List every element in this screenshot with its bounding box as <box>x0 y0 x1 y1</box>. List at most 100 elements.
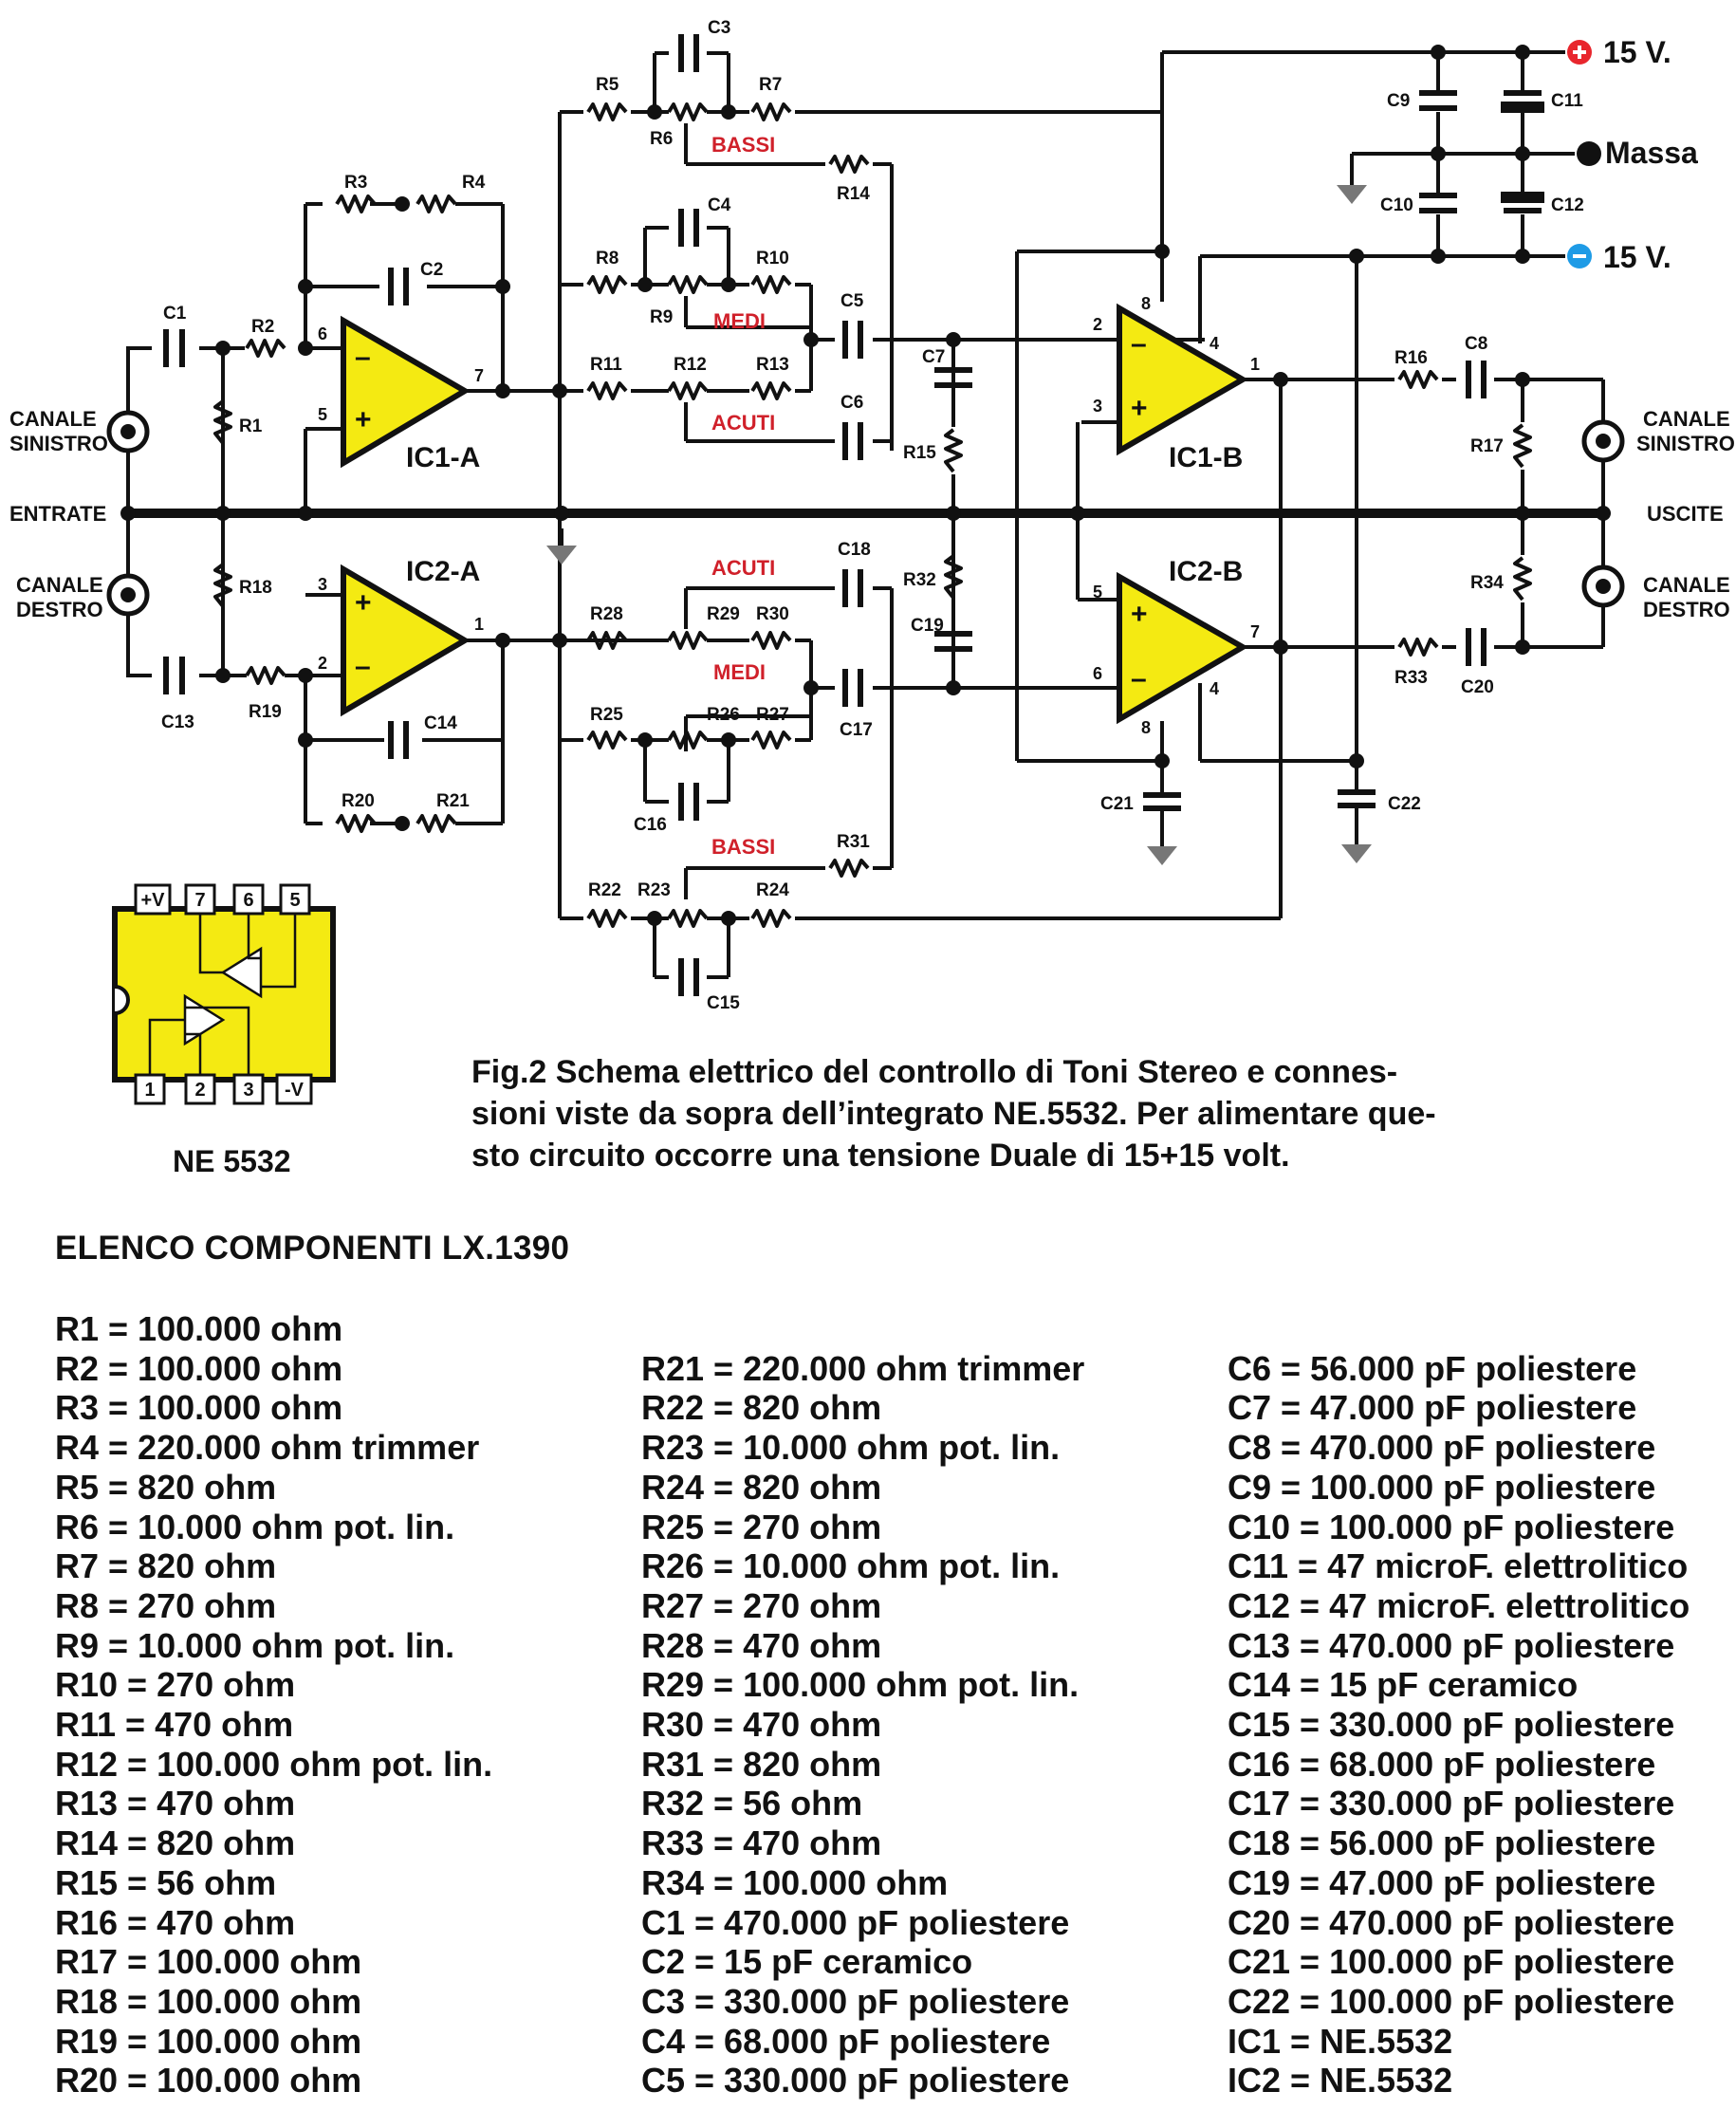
svg-text:8: 8 <box>1141 718 1151 737</box>
parts-list-item: R12 = 100.000 ohm pot. lin. <box>55 1744 493 1784</box>
input-jack-left <box>106 410 150 453</box>
svg-text:SINISTRO: SINISTRO <box>1636 432 1735 455</box>
parts-list-item: R7 = 820 ohm <box>55 1546 277 1586</box>
svg-text:C3: C3 <box>708 18 730 38</box>
svg-text:R18: R18 <box>239 578 272 598</box>
parts-list-item: R27 = 270 ohm <box>641 1585 882 1625</box>
svg-text:CANALE: CANALE <box>1643 407 1730 431</box>
parts-list-item: R15 = 56 ohm <box>55 1862 277 1902</box>
parts-list-item: C21 = 100.000 pF poliestere <box>1228 1942 1675 1982</box>
svg-text:R22: R22 <box>588 880 621 900</box>
parts-list-item: C1 = 470.000 pF poliestere <box>641 1902 1070 1942</box>
svg-text:R25: R25 <box>590 705 623 725</box>
svg-text:R26: R26 <box>707 705 740 725</box>
svg-text:BASSI: BASSI <box>711 133 775 157</box>
svg-text:C13: C13 <box>161 713 194 732</box>
svg-text:2: 2 <box>194 1080 205 1101</box>
svg-text:R2: R2 <box>251 317 274 337</box>
parts-list-item: R18 = 100.000 ohm <box>55 1981 362 2021</box>
svg-text:C11: C11 <box>1551 91 1583 111</box>
parts-list-item: R28 = 470 ohm <box>641 1625 882 1665</box>
svg-text:3: 3 <box>1093 397 1102 416</box>
parts-list-item: R25 = 270 ohm <box>641 1507 882 1546</box>
svg-text:C8: C8 <box>1465 334 1487 354</box>
svg-text:R8: R8 <box>596 249 619 268</box>
parts-list-item: R33 = 470 ohm <box>641 1823 882 1863</box>
svg-text:3: 3 <box>243 1080 253 1101</box>
capacitors <box>163 34 1544 996</box>
parts-list-item: R20 = 100.000 ohm <box>55 2061 362 2101</box>
positive-supply-terminal <box>1567 40 1592 65</box>
svg-text:R4: R4 <box>462 173 486 193</box>
svg-text:7: 7 <box>194 890 205 911</box>
svg-text:8: 8 <box>1141 294 1151 313</box>
parts-list-item: IC1 = NE.5532 <box>1228 2021 1453 2061</box>
parts-list-title: ELENCO COMPONENTI LX.1390 <box>55 1230 570 1267</box>
parts-list-item: C14 = 15 pF ceramico <box>1228 1665 1579 1705</box>
svg-text:MEDI: MEDI <box>713 309 766 333</box>
svg-text:R7: R7 <box>759 75 782 95</box>
opamp-ic2b: + – <box>1117 571 1249 725</box>
svg-text:R19: R19 <box>249 702 282 722</box>
svg-text:R30: R30 <box>756 604 789 624</box>
parts-list-item: R14 = 820 ohm <box>55 1823 296 1863</box>
svg-text:R5: R5 <box>596 75 619 95</box>
ne5532-pinout: +V 7 6 5 1 2 3 -V <box>112 883 336 1105</box>
svg-text:+: + <box>355 587 372 619</box>
svg-text:+: + <box>1131 599 1148 630</box>
svg-text:15 V.: 15 V. <box>1603 35 1671 69</box>
svg-text:R12: R12 <box>674 355 707 375</box>
svg-text:ACUTI: ACUTI <box>711 556 775 580</box>
svg-text:R21: R21 <box>436 791 470 811</box>
parts-list-item: C18 = 56.000 pF poliestere <box>1228 1823 1656 1863</box>
svg-text:DESTRO: DESTRO <box>1643 598 1730 621</box>
svg-text:3: 3 <box>318 575 327 594</box>
svg-text:Massa: Massa <box>1605 136 1698 170</box>
svg-text:C17: C17 <box>840 720 873 740</box>
tone-control-schematic: – + + – – + + – <box>9 18 1735 1105</box>
parts-list-item: C16 = 68.000 pF poliestere <box>1228 1744 1656 1784</box>
svg-text:-V: -V <box>285 1080 305 1101</box>
svg-text:C14: C14 <box>424 713 457 733</box>
parts-list-item: R16 = 470 ohm <box>55 1902 296 1942</box>
svg-text:R11: R11 <box>590 355 622 375</box>
opamp-ic1a: – + <box>341 315 471 469</box>
svg-text:R16: R16 <box>1394 348 1428 368</box>
svg-text:R31: R31 <box>837 832 870 852</box>
svg-text:6: 6 <box>1093 664 1102 683</box>
parts-list-item: R13 = 470 ohm <box>55 1784 296 1823</box>
svg-text:C15: C15 <box>707 993 740 1013</box>
svg-text:4: 4 <box>1210 334 1219 353</box>
parts-list-item: R32 = 56 ohm <box>641 1784 863 1823</box>
parts-list-item: C20 = 470.000 pF poliestere <box>1228 1902 1675 1942</box>
parts-list-item: C4 = 68.000 pF poliestere <box>641 2021 1051 2061</box>
svg-text:R23: R23 <box>637 880 671 900</box>
svg-text:1: 1 <box>144 1080 155 1101</box>
svg-text:C7: C7 <box>922 347 945 367</box>
parts-list-item: R19 = 100.000 ohm <box>55 2021 362 2061</box>
svg-text:IC2-B: IC2-B <box>1169 556 1243 587</box>
parts-list-item: C22 = 100.000 pF poliestere <box>1228 1981 1675 2021</box>
svg-text:CANALE: CANALE <box>1643 573 1730 597</box>
parts-list-item: R1 = 100.000 ohm <box>55 1309 343 1348</box>
svg-text:1: 1 <box>1250 355 1260 374</box>
svg-text:R32: R32 <box>903 570 936 590</box>
parts-list-item: R26 = 10.000 ohm pot. lin. <box>641 1546 1061 1586</box>
svg-text:R33: R33 <box>1394 668 1428 688</box>
svg-text:–: – <box>1131 663 1147 694</box>
parts-list-item: C2 = 15 pF ceramico <box>641 1942 973 1982</box>
parts-list-item: C10 = 100.000 pF poliestere <box>1228 1507 1675 1546</box>
parts-list-item: R6 = 10.000 ohm pot. lin. <box>55 1507 455 1546</box>
caption-line-2: sioni viste da sopra dell’integrato NE.5… <box>471 1096 1436 1132</box>
svg-text:SINISTRO: SINISTRO <box>9 432 108 455</box>
parts-list-item: R8 = 270 ohm <box>55 1585 277 1625</box>
parts-list-item: C5 = 330.000 pF poliestere <box>641 2061 1070 2101</box>
opamp-ic2a: + – <box>341 564 471 717</box>
svg-text:ENTRATE: ENTRATE <box>9 502 106 526</box>
svg-text:15 V.: 15 V. <box>1603 240 1671 274</box>
parts-list-item: R17 = 100.000 ohm <box>55 1942 362 1982</box>
parts-list-item: R22 = 820 ohm <box>641 1388 882 1428</box>
svg-text:7: 7 <box>1250 622 1260 641</box>
